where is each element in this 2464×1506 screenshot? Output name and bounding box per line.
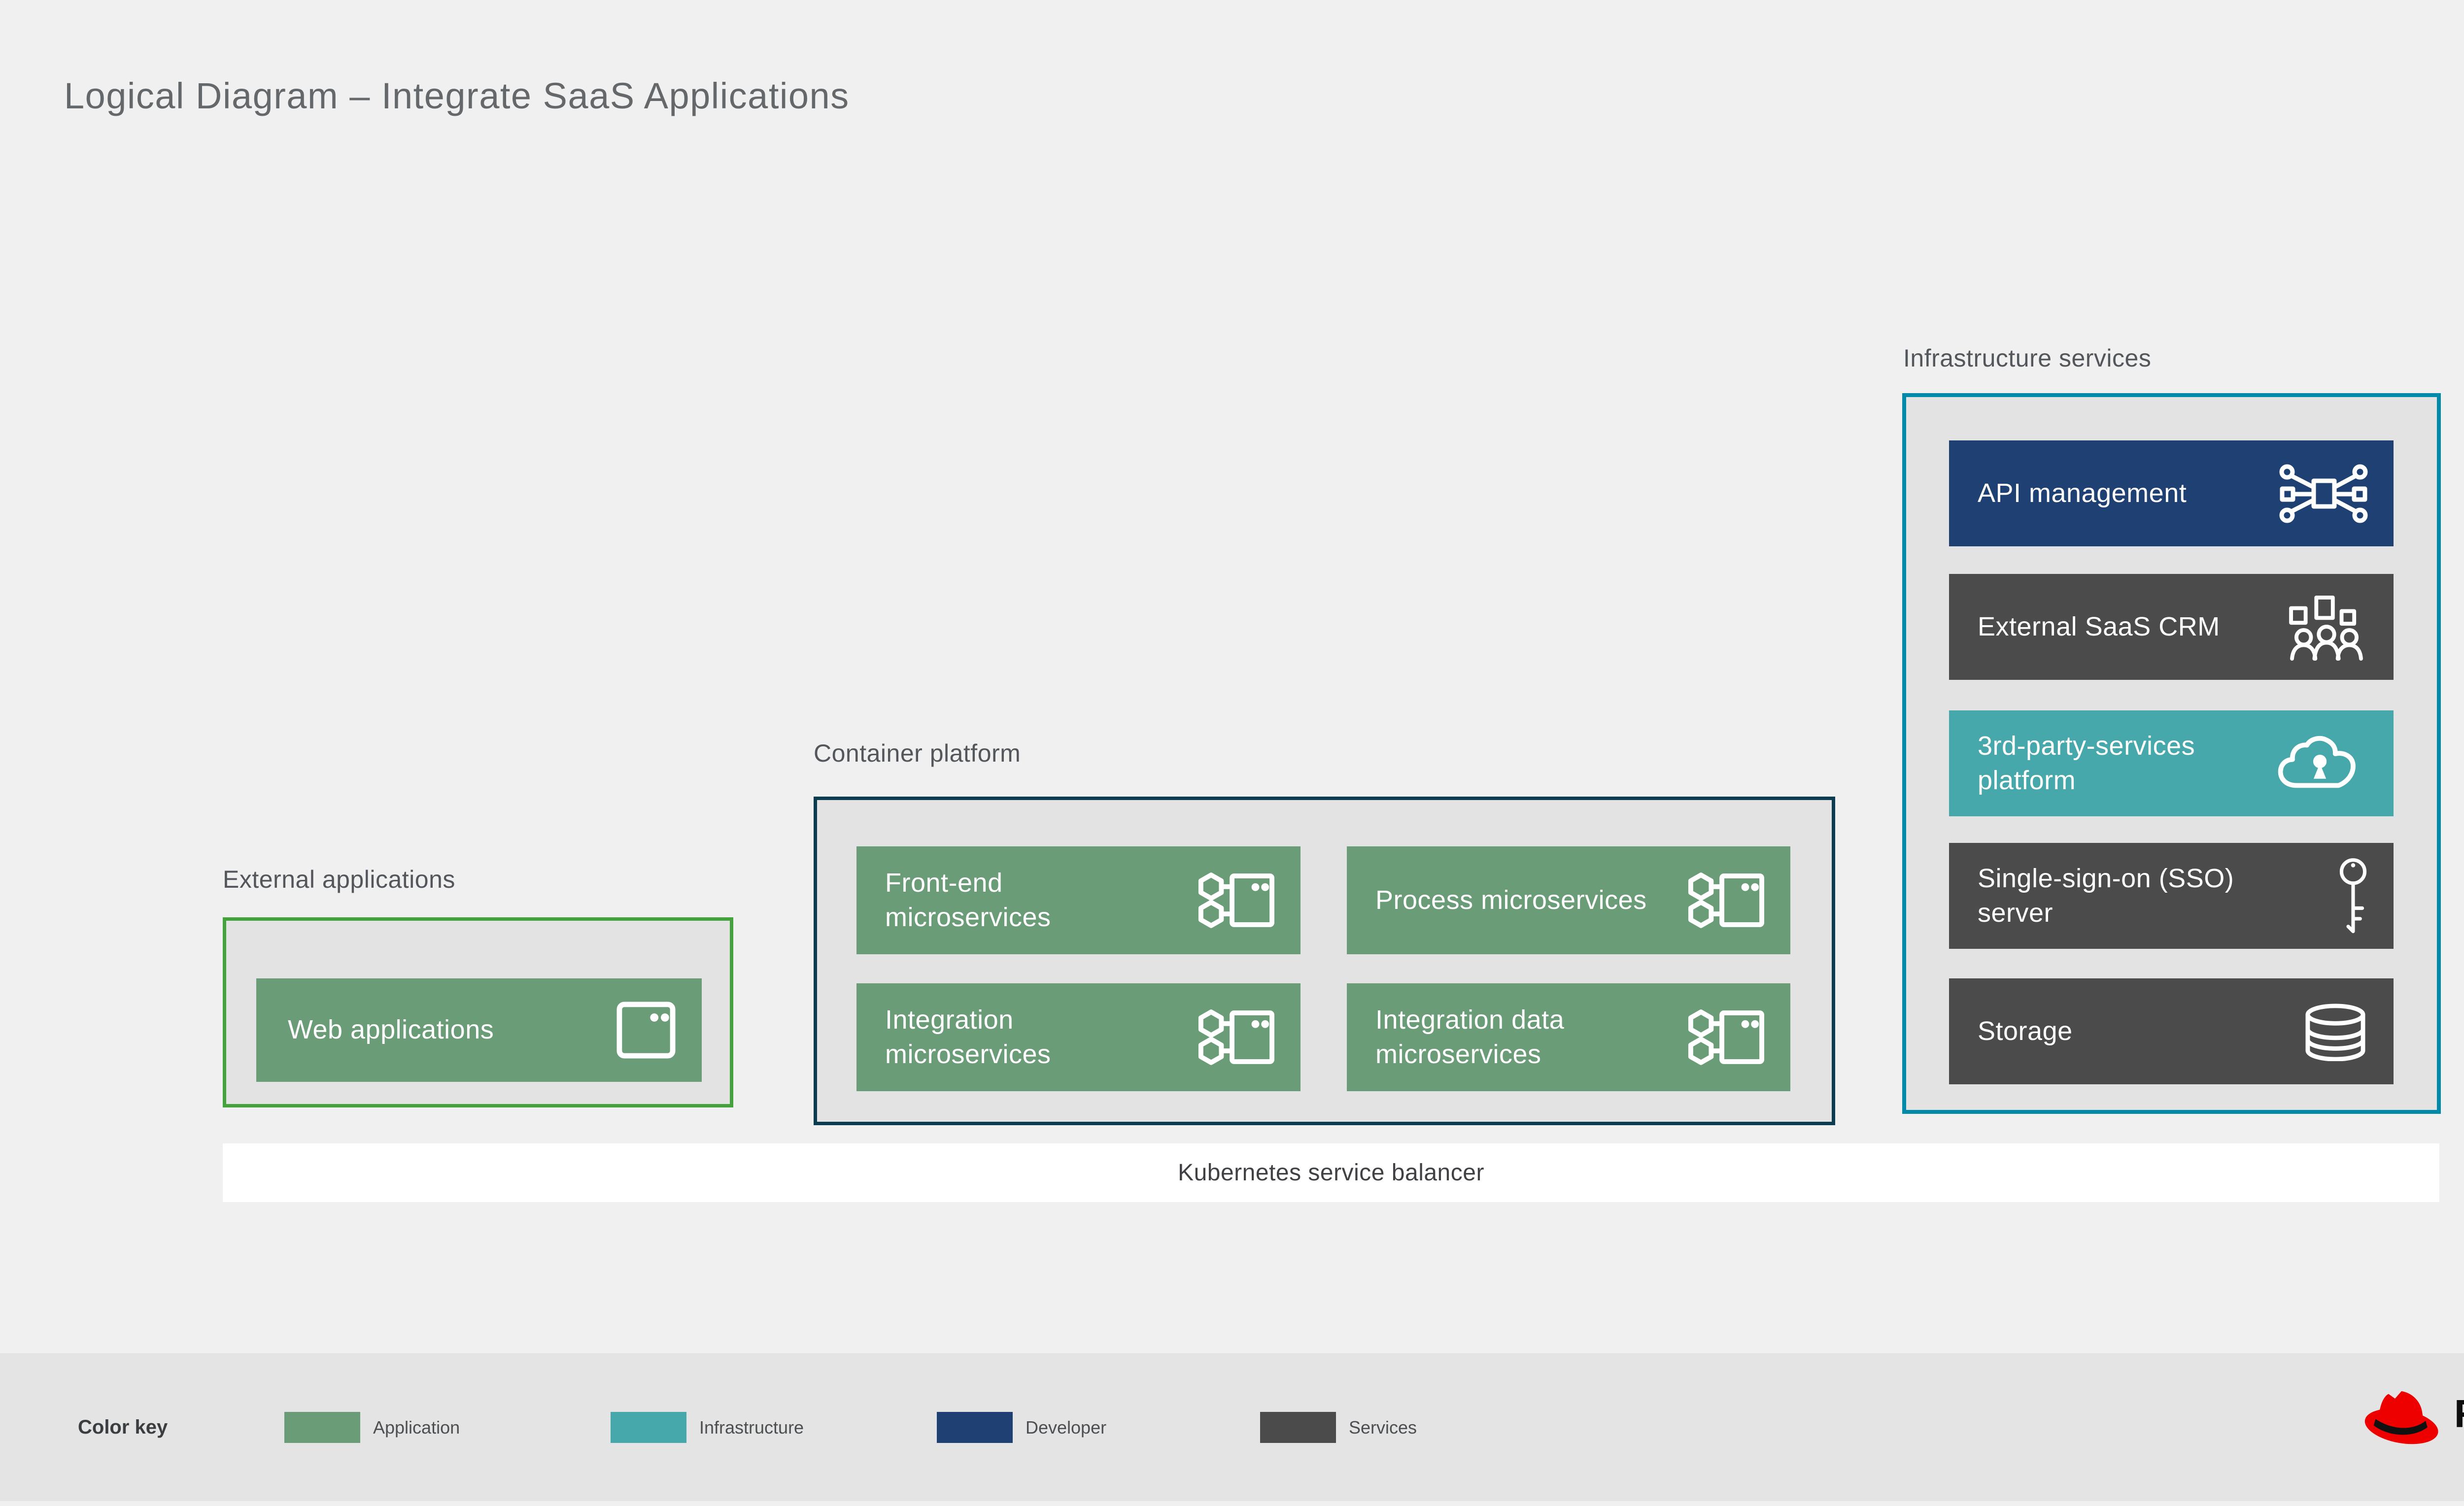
legend-item-infrastructure: Infrastructure	[611, 1412, 804, 1443]
node-3rd-party-services-platform: 3rd-party-services platform	[1949, 710, 2394, 816]
page-title: Logical Diagram – Integrate SaaS Applica…	[64, 75, 850, 116]
microservices-icon	[1688, 872, 1765, 928]
crm-icon	[2289, 595, 2363, 661]
services-swatch	[1260, 1412, 1336, 1443]
window-icon	[616, 1002, 676, 1059]
legend-label: Infrastructure	[699, 1417, 804, 1438]
node-label: Front-end microservices	[885, 868, 1051, 932]
node-single-sign-on-server: Single-sign-on (SSO) server	[1949, 843, 2394, 949]
legend-label: Developer	[1026, 1417, 1107, 1438]
node-integration-data-microservices: Integration data microservices	[1347, 983, 1790, 1091]
node-label: Web applications	[288, 1015, 494, 1045]
microservices-icon	[1198, 1009, 1275, 1065]
node-label: Single-sign-on (SSO) server	[1978, 864, 2234, 928]
external-applications-group: Web applications	[223, 917, 733, 1107]
cloud-lock-icon	[2278, 736, 2356, 788]
api-icon	[2279, 464, 2368, 523]
node-web-applications: Web applications	[256, 978, 702, 1082]
key-icon	[2339, 858, 2367, 934]
redhat-wordmark: Red Hat	[2454, 1391, 2464, 1437]
node-integration-microservices: Integration microservices	[856, 983, 1300, 1091]
kubernetes-service-balancer-bar: Kubernetes service balancer	[223, 1143, 2439, 1202]
node-label: 3rd-party-services platform	[1978, 731, 2195, 795]
application-swatch	[284, 1412, 360, 1443]
infrastructure-services-label: Infrastructure services	[1903, 344, 2152, 372]
legend-label: Application	[373, 1417, 460, 1438]
legend-item-application: Application	[284, 1412, 460, 1443]
node-process-microservices: Process microservices	[1347, 846, 1790, 954]
color-key-label: Color key	[78, 1416, 168, 1438]
infrastructure-swatch	[611, 1412, 686, 1443]
microservices-icon	[1688, 1009, 1765, 1065]
redhat-logo: Red Hat	[2363, 1382, 2464, 1446]
node-label: Integration microservices	[885, 1005, 1051, 1069]
container-platform-label: Container platform	[814, 739, 1021, 767]
node-label: API management	[1978, 478, 2187, 508]
balancer-label: Kubernetes service balancer	[1178, 1160, 1484, 1186]
container-platform-group: Front-end microservices Process microser…	[814, 797, 1835, 1125]
developer-swatch	[937, 1412, 1013, 1443]
node-front-end-microservices: Front-end microservices	[856, 846, 1300, 954]
node-storage: Storage	[1949, 978, 2394, 1084]
node-label: Storage	[1978, 1016, 2073, 1046]
legend-item-developer: Developer	[937, 1412, 1106, 1443]
footer: Color key Application Infrastructure Dev…	[0, 1353, 2464, 1501]
redhat-fedora-icon	[2364, 1391, 2438, 1444]
external-applications-label: External applications	[223, 866, 455, 893]
node-external-saas-crm: External SaaS CRM	[1949, 574, 2394, 680]
database-icon	[2305, 1003, 2365, 1061]
node-label: External SaaS CRM	[1978, 611, 2220, 641]
node-label: Process microservices	[1375, 885, 1647, 915]
legend-item-services: Services	[1260, 1412, 1417, 1443]
legend-label: Services	[1349, 1417, 1417, 1438]
infrastructure-services-group: API management External SaaS CRM	[1902, 393, 2441, 1114]
microservices-icon	[1198, 872, 1275, 928]
node-api-management: API management	[1949, 440, 2394, 546]
node-label: Integration data microservices	[1375, 1005, 1565, 1069]
